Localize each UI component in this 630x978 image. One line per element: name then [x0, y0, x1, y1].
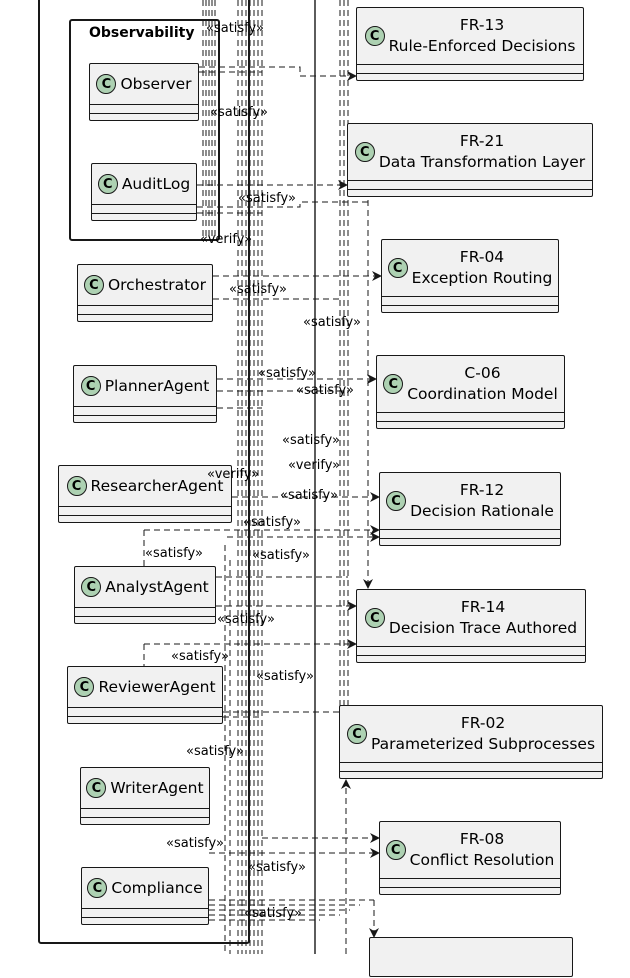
component-name: Orchestrator — [107, 276, 207, 294]
relation-label: «satisfy» — [145, 546, 203, 561]
relation-label: «satisfy» — [252, 548, 310, 563]
requirement-id: FR-14 — [460, 598, 506, 616]
component-name: WriterAgent — [110, 779, 204, 797]
system-boundary — [38, 0, 250, 944]
class-icon: C — [96, 74, 117, 94]
component-name: Observer — [120, 75, 192, 93]
component-name: Compliance — [111, 879, 203, 897]
class-icon: C — [383, 374, 404, 394]
requirement-id: FR-08 — [459, 830, 505, 848]
component-name: AnalystAgent — [105, 578, 209, 596]
relation-label: «verify» — [200, 232, 253, 247]
relation-label: «satisfy» — [229, 282, 287, 297]
relation-label: «satisfy» — [210, 105, 268, 120]
requirement-title: Conflict Resolution — [409, 851, 555, 869]
relation-label: «satisfy» — [243, 515, 301, 530]
component-name: ReviewerAgent — [98, 678, 216, 696]
relation-label: «verify» — [288, 458, 341, 473]
component-name: ResearcherAgent — [90, 477, 224, 495]
relation-label: «satisfy» — [217, 612, 275, 627]
requirement-title: Coordination Model — [407, 385, 558, 403]
component-name: PlannerAgent — [104, 377, 210, 395]
relation-label: «satisfy» — [166, 836, 224, 851]
requirement-title: Parameterized Subprocesses — [370, 735, 596, 753]
class-icon: C — [87, 878, 108, 898]
relation-label: «satisfy» — [206, 21, 264, 36]
relation-label: «satisfy» — [303, 315, 361, 330]
class-icon: C — [66, 476, 87, 496]
relation-label: «satisfy» — [248, 860, 306, 875]
requirement-id: FR-13 — [459, 16, 505, 34]
requirement-id: FR-02 — [460, 714, 506, 732]
relation-label: «verify» — [207, 467, 260, 482]
requirement-title: Rule-Enforced Decisions — [388, 37, 576, 55]
observability-package — [69, 19, 220, 241]
relation-label: «satisfy» — [282, 433, 340, 448]
relation-label: «satisfy» — [256, 669, 314, 684]
class-icon: C — [86, 778, 107, 798]
class-icon: C — [364, 608, 385, 628]
requirement-title: Decision Rationale — [410, 502, 554, 520]
relation-label: «satisfy» — [238, 191, 296, 206]
class-icon: C — [97, 174, 118, 194]
relation-label: «satisfy» — [280, 488, 338, 503]
relation-label: «satisfy» — [244, 906, 302, 921]
observability-package-title: Observability — [89, 25, 195, 41]
relation-lines — [143, 0, 382, 954]
class-icon: C — [354, 142, 375, 162]
class-icon: C — [83, 275, 104, 295]
relation-label: «satisfy» — [186, 744, 244, 759]
class-icon: C — [80, 376, 101, 396]
relation-label: «satisfy» — [171, 649, 229, 664]
requirement-title: Data Transformation Layer — [378, 153, 586, 171]
class-icon: C — [74, 677, 95, 697]
relation-label: «satisfy» — [296, 383, 354, 398]
requirement-c-01[interactable]: C — [369, 937, 573, 977]
requirement-title: Exception Routing — [411, 269, 553, 287]
class-icon: C — [387, 258, 408, 278]
requirement-id: FR-12 — [459, 481, 505, 499]
requirement-id: FR-04 — [459, 248, 505, 266]
requirement-id: C-06 — [464, 364, 501, 382]
component-name: AuditLog — [121, 175, 191, 193]
class-icon: C — [386, 491, 407, 511]
class-icon: C — [81, 577, 102, 597]
relation-label: «satisfy» — [258, 366, 316, 381]
requirement-id: FR-21 — [459, 132, 505, 150]
class-icon: C — [385, 840, 406, 860]
requirement-title: Decision Trace Authored — [388, 619, 578, 637]
class-icon: C — [364, 26, 385, 46]
class-icon: C — [346, 724, 367, 744]
